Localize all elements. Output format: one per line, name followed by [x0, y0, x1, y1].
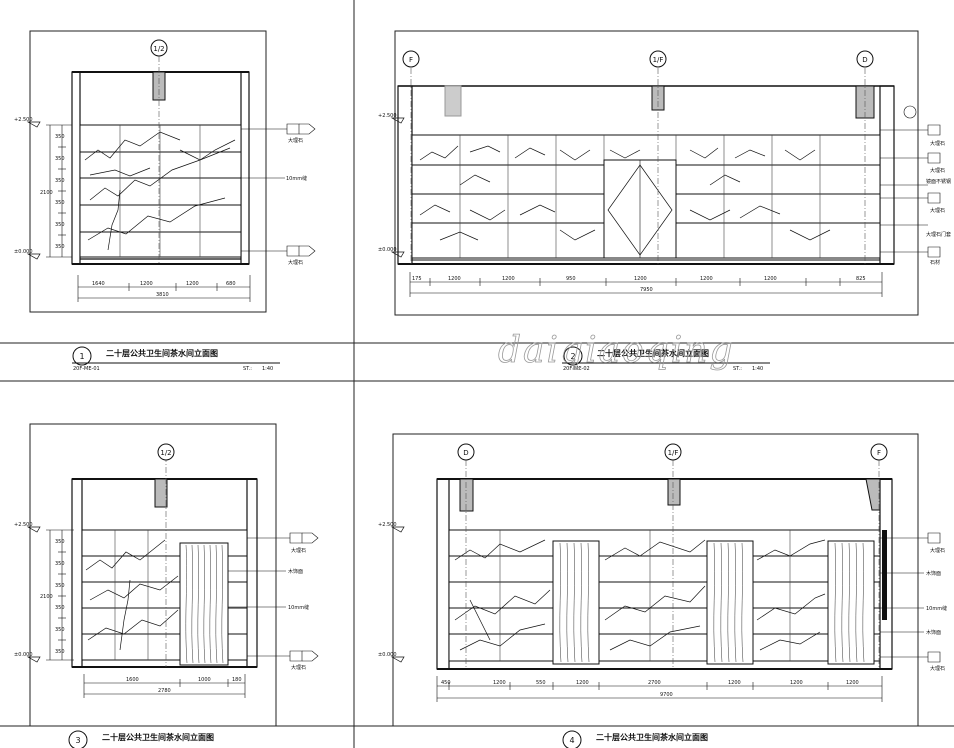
dim-label: 825 — [856, 276, 866, 282]
dim-label: 550 — [536, 680, 546, 686]
dim-total-label: 2100 — [40, 594, 53, 600]
dim-label: 1000 — [198, 677, 211, 683]
dim-total-label: 2780 — [158, 688, 171, 694]
axis-bubble: F — [877, 449, 881, 457]
drawing-code: 20F-ME-01 — [73, 366, 100, 372]
dim-label: 350 — [55, 627, 65, 633]
callout-label: 木饰面 — [926, 570, 941, 577]
dim-label: 450 — [441, 680, 451, 686]
axis-bubble: 1/F — [653, 56, 664, 64]
scale-label: ST.: — [243, 366, 252, 372]
dim-label: 1600 — [126, 677, 139, 683]
dim-label: 350 — [55, 222, 65, 228]
scale-value: 1:40 — [752, 366, 763, 372]
drawing-title: 二十层公共卫生间茶水间立面图 — [102, 732, 214, 742]
callout-label: 大理石 — [291, 664, 306, 671]
elevation-panel-1: 1/2 350 350 350 350 350 350 2100 +2.5 — [14, 30, 316, 372]
dim-label: 1200 — [448, 276, 461, 282]
dim-label: 350 — [55, 178, 65, 184]
level-label: +2.500 — [14, 117, 33, 123]
drawing-title: 二十层公共卫生间茶水间立面图 — [596, 732, 708, 742]
dim-label: 1200 — [186, 281, 199, 287]
dim-label: 350 — [55, 649, 65, 655]
dim-label: 350 — [55, 244, 65, 250]
callout-label: 石材 — [930, 259, 940, 266]
callout-label: 大理石 — [291, 547, 306, 554]
drawing-title: 二十层公共卫生间茶水间立面图 — [106, 348, 218, 358]
callout-label: 大理石 — [930, 207, 945, 214]
elevation-panel-2: F 1/F D +2.500 ±0.000 175 1200 12 — [378, 30, 951, 372]
drawing-title: 二十层公共卫生间茶水间立面图 — [597, 348, 709, 358]
level-label: ±0.000 — [14, 249, 33, 255]
dim-label: 350 — [55, 561, 65, 567]
level-label: +2.500 — [14, 522, 33, 528]
dim-label: 350 — [55, 200, 65, 206]
callout-label: 大理石 — [930, 167, 945, 174]
dim-label: 180 — [232, 677, 242, 683]
dim-label: 1200 — [728, 680, 741, 686]
dim-label: 1200 — [764, 276, 777, 282]
axis-bubble: 1/2 — [160, 449, 171, 457]
axis-bubble: D — [862, 56, 867, 64]
axis-bubble: F — [409, 56, 413, 64]
dim-label: 2700 — [648, 680, 661, 686]
watermark: daiqiaoqing — [498, 330, 735, 371]
callout-label: 大理石门套 — [926, 231, 951, 238]
dim-label: 680 — [226, 281, 236, 287]
dim-label: 350 — [55, 605, 65, 611]
elevation-panel-4: D 1/F F +2.500 ±0.000 450 1200 550 1200 — [378, 433, 947, 748]
callout-label: 镜面不锈钢 — [926, 178, 951, 185]
dim-label: 1200 — [790, 680, 803, 686]
level-label: +2.500 — [378, 522, 397, 528]
dim-label: 350 — [55, 134, 65, 140]
scale-value: 1:40 — [262, 366, 273, 372]
dim-label: 1200 — [576, 680, 589, 686]
axis-bubble: 1/2 — [153, 45, 164, 53]
callout-label: 大理石 — [930, 140, 945, 147]
drawing-number: 4 — [569, 736, 574, 745]
level-label: +2.500 — [378, 113, 397, 119]
callout-label: 10mm缝 — [288, 604, 309, 611]
dim-label: 1200 — [634, 276, 647, 282]
drawing-code: 20F-ME-02 — [563, 366, 590, 372]
drawing-number: 2 — [570, 352, 575, 361]
callout-label: 大理石 — [288, 137, 303, 144]
dim-total-label: 3810 — [156, 292, 169, 298]
elevation-panel-3: 1/2 350 350 350 350 350 350 2100 +2.500 — [14, 423, 319, 748]
drawing-number: 3 — [75, 736, 80, 745]
dim-label: 1200 — [140, 281, 153, 287]
callout-label: 木饰面 — [926, 629, 941, 636]
callout-label: 木饰面 — [288, 568, 303, 575]
level-label: ±0.000 — [14, 652, 33, 658]
callout-label: 大理石 — [288, 259, 303, 266]
callout-label: 10mm缝 — [286, 175, 307, 182]
level-label: ±0.000 — [378, 247, 397, 253]
callout-label: 大理石 — [930, 665, 945, 672]
dim-label: 1200 — [493, 680, 506, 686]
dim-label: 1200 — [700, 276, 713, 282]
dim-label: 350 — [55, 539, 65, 545]
dim-label: 950 — [566, 276, 576, 282]
level-label: ±0.000 — [378, 652, 397, 658]
dim-total-label: 7950 — [640, 287, 653, 293]
scale-label: ST.: — [733, 366, 742, 372]
dim-label: 1640 — [92, 281, 105, 287]
axis-bubble: 1/F — [668, 449, 679, 457]
dim-label: 1200 — [846, 680, 859, 686]
axis-bubble: D — [463, 449, 468, 457]
callout-label: 10mm缝 — [926, 605, 947, 612]
callout-label: 大理石 — [930, 547, 945, 554]
drawing-number: 1 — [79, 352, 84, 361]
dim-label: 1200 — [502, 276, 515, 282]
dim-label: 350 — [55, 583, 65, 589]
dim-label: 350 — [55, 156, 65, 162]
dim-total-label: 9700 — [660, 692, 673, 698]
dim-total-label: 2100 — [40, 190, 53, 196]
dim-label: 175 — [412, 276, 422, 282]
